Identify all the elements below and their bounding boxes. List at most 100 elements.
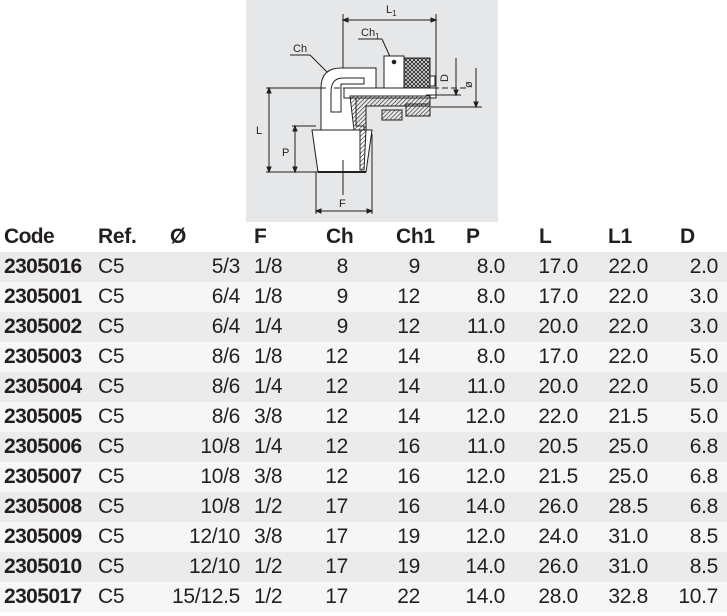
cell-code: 2305001: [4, 285, 82, 308]
cell-p: 11.0: [466, 315, 505, 338]
cell-p: 8.0: [476, 345, 506, 368]
cell-diameter: 8/6: [211, 375, 241, 398]
table-row: 2305002 C5 6/4 1/4 9 12 11.0 20.0 22.0 3…: [0, 312, 727, 342]
cell-p: 14.0: [465, 585, 505, 608]
cell-code: 2305009: [4, 525, 82, 548]
cell-l1: 25.0: [608, 435, 648, 458]
cell-ch: 12: [325, 345, 348, 368]
cell-code: 2305003: [4, 345, 82, 368]
cell-l1: 25.0: [608, 465, 648, 488]
cell-ref: C5: [98, 525, 125, 548]
cell-l1: 22.0: [608, 285, 648, 308]
cell-p: 14.0: [465, 555, 505, 578]
cell-ref: C5: [98, 375, 125, 398]
cell-code: 2305004: [4, 375, 82, 398]
cell-f: 3/8: [254, 525, 283, 548]
cell-ch: 9: [336, 315, 349, 338]
cell-d: 5.0: [689, 405, 719, 428]
fitting-diagram: L1 Ch1 Ch D ø L P F: [246, 0, 498, 222]
cell-diameter: 6/4: [211, 285, 241, 308]
cell-l: 26.0: [538, 495, 578, 518]
cell-d: 5.0: [689, 345, 719, 368]
cell-l: 21.5: [538, 465, 578, 488]
cell-d: 8.5: [689, 555, 719, 578]
cell-ch1: 16: [397, 465, 420, 488]
label-f: F: [339, 198, 346, 210]
table-row: 2305003 C5 8/6 1/8 12 14 8.0 17.0 22.0 5…: [0, 342, 727, 372]
cell-p: 11.0: [466, 435, 505, 458]
cell-l1: 22.0: [608, 345, 648, 368]
cell-l1: 32.8: [608, 585, 648, 608]
cell-ch: 12: [325, 465, 348, 488]
cell-d: 3.0: [689, 285, 719, 308]
cell-code: 2305005: [4, 405, 82, 428]
table-row: 2305008 C5 10/8 1/2 17 16 14.0 26.0 28.5…: [0, 492, 727, 522]
header-ch1: Ch1: [396, 225, 435, 248]
cell-diameter: 10/8: [200, 465, 240, 488]
cell-code: 2305010: [4, 555, 82, 578]
cell-f: 1/4: [254, 435, 283, 458]
cell-ref: C5: [98, 555, 125, 578]
table-row: 2305007 C5 10/8 3/8 12 16 12.0 21.5 25.0…: [0, 462, 727, 492]
cell-l: 17.0: [538, 345, 578, 368]
header-f: F: [254, 225, 267, 248]
cell-ch1: 14: [397, 345, 420, 368]
cell-ref: C5: [98, 345, 125, 368]
cell-d: 8.5: [689, 525, 719, 548]
cell-l: 17.0: [538, 285, 578, 308]
cell-l1: 31.0: [608, 525, 648, 548]
table-header: Code Ref. Ø F Ch Ch1 P L L1 D: [0, 222, 727, 252]
cell-ch: 12: [325, 435, 348, 458]
table-row: 2305001 C5 6/4 1/8 9 12 8.0 17.0 22.0 3.…: [0, 282, 727, 312]
cell-f: 1/2: [254, 585, 283, 608]
cell-d: 6.8: [689, 495, 719, 518]
cell-ch: 12: [325, 405, 348, 428]
label-p: P: [282, 147, 289, 159]
cell-diameter: 5/3: [211, 255, 241, 278]
cell-f: 1/2: [254, 555, 283, 578]
cell-ref: C5: [98, 495, 125, 518]
cell-ch1: 9: [408, 255, 421, 278]
cell-p: 12.0: [465, 465, 505, 488]
cell-f: 1/4: [254, 375, 283, 398]
cell-f: 3/8: [254, 405, 283, 428]
cell-ch: 17: [325, 525, 348, 548]
cell-ch1: 12: [397, 285, 420, 308]
header-diameter: Ø: [170, 225, 187, 248]
cell-l1: 22.0: [608, 375, 648, 398]
cell-l: 20.0: [538, 375, 578, 398]
table-row: 2305010 C5 12/10 1/2 17 19 14.0 26.0 31.…: [0, 552, 727, 582]
cell-ref: C5: [98, 435, 125, 458]
cell-ch: 17: [325, 555, 348, 578]
dimensions-table: Code Ref. Ø F Ch Ch1 P L L1 D 2305016 C5…: [0, 222, 727, 612]
cell-l1: 28.5: [608, 495, 648, 518]
label-ch: Ch: [293, 43, 307, 55]
label-l1: L1: [386, 4, 397, 18]
label-d: D: [439, 74, 451, 82]
table-row: 2305017 C5 15/12.5 1/2 17 22 14.0 28.0 3…: [0, 582, 727, 612]
cell-d: 3.0: [689, 315, 719, 338]
cell-l1: 21.5: [608, 405, 648, 428]
cell-d: 10.7: [678, 585, 718, 608]
header-ref: Ref.: [98, 225, 137, 248]
cell-diameter: 12/10: [188, 525, 240, 548]
cell-l1: 22.0: [608, 255, 648, 278]
cell-p: 12.0: [465, 525, 505, 548]
header-code: Code: [4, 225, 55, 248]
cell-ch1: 14: [397, 405, 420, 428]
cell-ref: C5: [98, 585, 125, 608]
cell-ch1: 19: [397, 555, 420, 578]
cell-f: 1/8: [254, 255, 283, 278]
cell-d: 6.8: [689, 465, 719, 488]
cell-l: 17.0: [538, 255, 578, 278]
cell-code: 2305002: [4, 315, 82, 338]
cell-code: 2305007: [4, 465, 82, 488]
table-row: 2305009 C5 12/10 3/8 17 19 12.0 24.0 31.…: [0, 522, 727, 552]
cell-ch1: 16: [397, 495, 420, 518]
table-row: 2305004 C5 8/6 1/4 12 14 11.0 20.0 22.0 …: [0, 372, 727, 402]
cell-f: 1/8: [254, 285, 283, 308]
cell-diameter: 8/6: [211, 345, 241, 368]
header-ch: Ch: [326, 225, 354, 248]
cell-ref: C5: [98, 465, 125, 488]
header-d: D: [680, 225, 695, 248]
